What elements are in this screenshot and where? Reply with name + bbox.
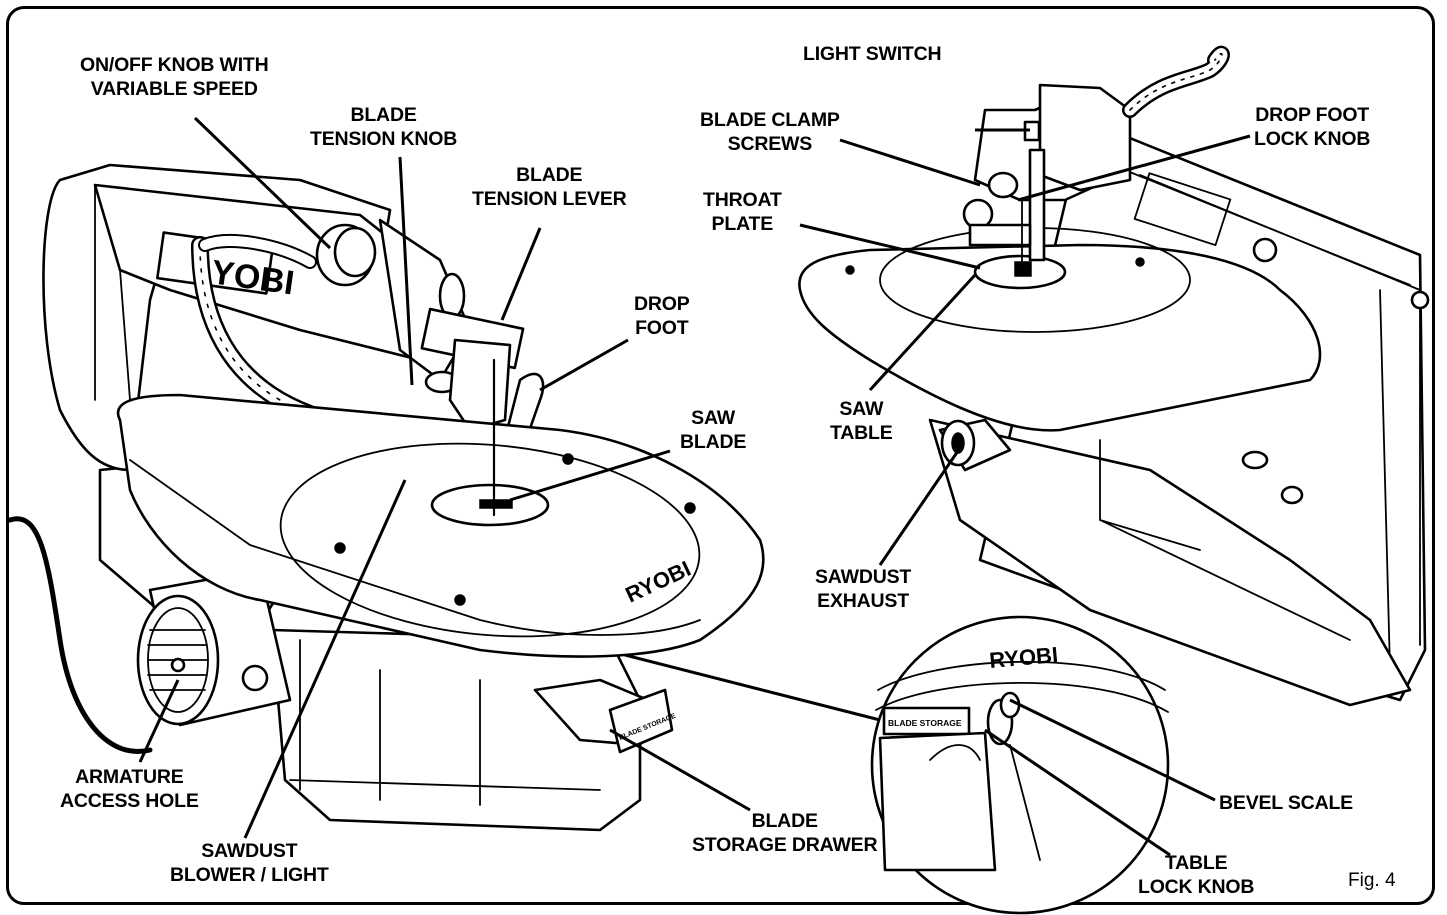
inset-detail: RYOBI BLADE STORAGE [870, 615, 1170, 915]
right-saw-drawing [798, 45, 1430, 707]
inset-brand-text: RYOBI [988, 642, 1059, 673]
right-flex-hose [1122, 45, 1230, 118]
motor-grille [147, 629, 208, 691]
leader-lines [138, 116, 1251, 857]
label-light-switch: LIGHT SWITCH [803, 43, 942, 65]
figure-frame [6, 6, 1435, 905]
inset-tag-text: BLADE STORAGE [888, 718, 962, 728]
label-bevel-scale: BEVEL SCALE [1219, 792, 1353, 814]
left-saw-drawing: BLADE STORAGE YOBI [7, 163, 765, 832]
figure-number: Fig. 4 [1348, 870, 1396, 891]
